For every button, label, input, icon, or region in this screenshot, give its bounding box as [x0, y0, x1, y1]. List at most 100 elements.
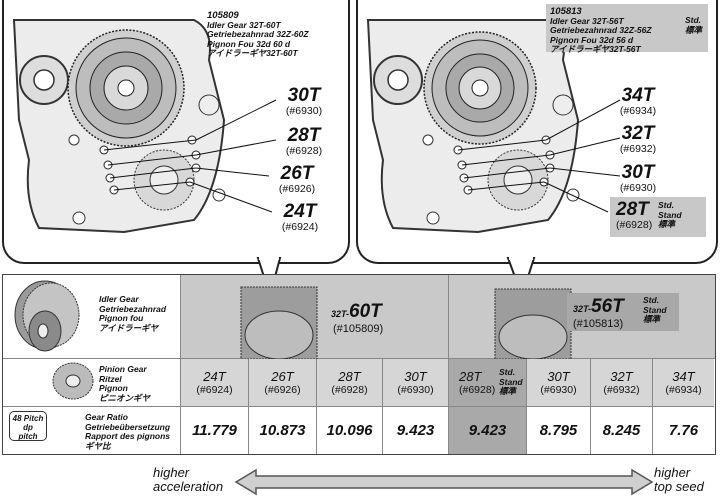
pinion-teeth: 30T — [287, 85, 321, 106]
std-text: Stand — [643, 304, 667, 315]
ratio-cell-std: 9.423 — [449, 407, 527, 454]
pinion-cell: 30T (#6930) — [383, 359, 449, 407]
pinion-teeth: 30T — [621, 162, 655, 183]
label-line: Ritzel — [99, 373, 122, 384]
idler-group-56t: 32T-56T (#105813) Std. Stand 標準 — [449, 275, 715, 359]
label-line: Pignon — [99, 383, 128, 394]
gearbox-drawing-left — [12, 19, 277, 234]
pinion-teeth: 24T — [283, 201, 317, 222]
arrow-label-line: higher — [153, 465, 190, 480]
ratio-cell: 10.873 — [249, 407, 317, 454]
label-line: Getriebezahnrad — [99, 303, 167, 314]
pinion-part: (#6932) — [619, 143, 657, 155]
idler-group-56t-label: 32T-56T (#105813) Std. Stand 標準 — [567, 293, 679, 331]
pinion-teeth: 34T — [672, 369, 695, 384]
arrow-label-line: higher — [654, 465, 691, 480]
idler-gear-icon — [14, 280, 80, 352]
pinion-part: (#6928) — [459, 384, 496, 396]
pinion-tag-30t: 30T (#6930) — [608, 163, 668, 194]
pinion-part: (#6930) — [619, 182, 657, 194]
idler-line: Pignon Fou 32d 60 d — [207, 38, 291, 49]
pinion-teeth: 30T — [547, 369, 570, 384]
std-text-jp: 標準 — [643, 314, 661, 324]
idler-label-right: 105813 Idler Gear 32T-56T Getriebezahnra… — [546, 4, 708, 55]
idler-group-60t-label: 32T-60T (#105809) — [331, 301, 383, 335]
label-line: ピニオンギヤ — [99, 392, 151, 403]
ratio-cell: 8.795 — [527, 407, 591, 454]
arrow-left-label: higher acceleration — [153, 466, 223, 494]
idler-line: アイドラーギヤ32T-56T — [550, 44, 641, 55]
group-part: (#105809) — [333, 323, 384, 335]
pinion-part: (#6934) — [619, 105, 657, 117]
pinion-part: (#6924) — [281, 221, 319, 233]
idler-gear-56t-icon — [494, 288, 572, 359]
pinion-teeth: 28T — [459, 369, 482, 384]
std-text-jp: 標準 — [684, 24, 702, 35]
pinion-tag-32t: 32T (#6932) — [608, 124, 668, 155]
idler-line: Getriebezahnrad 32Z-60Z — [207, 29, 309, 40]
std-text-jp: 標準 — [658, 219, 676, 229]
idler-part-number: 105813 — [550, 6, 582, 17]
pinion-part: (#6930) — [285, 105, 323, 117]
ratio-cell: 8.245 — [591, 407, 653, 454]
std-badge: Std. Stand 標準 — [658, 200, 682, 230]
idler-line: Idler Gear 32T-56T — [550, 15, 624, 26]
pinion-teeth: 26T — [271, 369, 294, 384]
pinion-tag-34t: 34T (#6934) — [608, 86, 668, 117]
std-text: Std. — [643, 295, 660, 305]
ratio-cell: 7.76 — [653, 407, 714, 454]
pitch-badge: 48 Pitch dp pitch — [9, 411, 47, 441]
pitch-text: 48 Pitch — [12, 414, 44, 423]
group-teeth: 60T — [349, 301, 382, 322]
label-line: Gear Ratio — [85, 412, 128, 422]
group-prefix: 32T- — [331, 309, 350, 319]
label-line: Pinion Gear — [99, 364, 147, 374]
arrow-label-line: acceleration — [153, 479, 224, 494]
pinion-teeth: 32T — [621, 123, 655, 144]
std-badge: Std. Stand 標準 — [499, 367, 523, 397]
arrow-label-line: top seed — [654, 479, 704, 494]
label-line: Getriebeübersetzung — [85, 421, 171, 432]
pinion-teeth: 24T — [203, 369, 226, 384]
idler-line: Pignon Fou 32d 56 d — [550, 34, 634, 45]
pinion-cell: 24T (#6924) — [181, 359, 249, 407]
pinion-teeth: 28T — [616, 199, 649, 220]
idler-group-60t: 32T-60T (#105809) — [181, 275, 449, 359]
pinion-part: (#6926) — [278, 183, 316, 195]
ratio-cell: 9.423 — [383, 407, 449, 454]
pinion-part: (#6932) — [603, 384, 640, 396]
idler-gear-60t-icon — [240, 286, 318, 359]
pinion-gear-icon — [52, 362, 94, 400]
std-text-jp: 標準 — [499, 386, 517, 396]
pinion-teeth: 34T — [621, 85, 655, 106]
group-prefix: 32T- — [573, 304, 592, 314]
arrow-right-label: higher top seed — [654, 466, 704, 494]
pinion-cell-std: 28T (#6928) Std. Stand 標準 — [449, 359, 527, 407]
pinion-teeth: 28T — [287, 125, 321, 146]
idler-gear-row-label: Idler Gear Getriebezahnrad Pignon fou アイ… — [3, 275, 181, 359]
std-text: Std. — [499, 367, 516, 377]
pinion-part: (#6930) — [397, 384, 434, 396]
pinion-gear-label: Pinion Gear Ritzel Pignon ピニオンギヤ — [99, 364, 151, 403]
ratio-cell: 10.096 — [317, 407, 383, 454]
label-line: Idler Gear — [99, 294, 139, 304]
std-text: Std. — [658, 200, 675, 210]
pinion-tag-26t: 26T (#6926) — [267, 164, 327, 195]
idler-line: アイドラーギヤ32T-60T — [207, 48, 298, 59]
idler-line: Getriebezahnrad 32Z-56Z — [550, 25, 652, 36]
std-badge: Std. 標準 — [684, 15, 702, 35]
pinion-part: (#6924) — [196, 384, 233, 396]
pinion-teeth: 28T — [338, 369, 361, 384]
group-teeth: 56T — [591, 296, 624, 317]
pinion-part: (#6928) — [285, 145, 323, 157]
idler-gear-label: Idler Gear Getriebezahnrad Pignon fou アイ… — [99, 294, 167, 333]
gearbox-drawing-right — [366, 19, 621, 234]
pinion-tag-24t: 24T (#6924) — [270, 202, 330, 233]
pinion-gear-row-label: Pinion Gear Ritzel Pignon ピニオンギヤ — [3, 359, 181, 407]
callout-pointers — [256, 256, 536, 300]
gear-diagram-60t: 105809 Idler Gear 32T-60T Getriebezahnra… — [2, 0, 350, 264]
pinion-part: (#6934) — [665, 384, 702, 396]
group-part: (#105813) — [573, 318, 624, 330]
gear-diagram-56t: 105813 Idler Gear 32T-56T Getriebezahnra… — [356, 0, 718, 264]
pinion-cell: 34T (#6934) — [653, 359, 714, 407]
